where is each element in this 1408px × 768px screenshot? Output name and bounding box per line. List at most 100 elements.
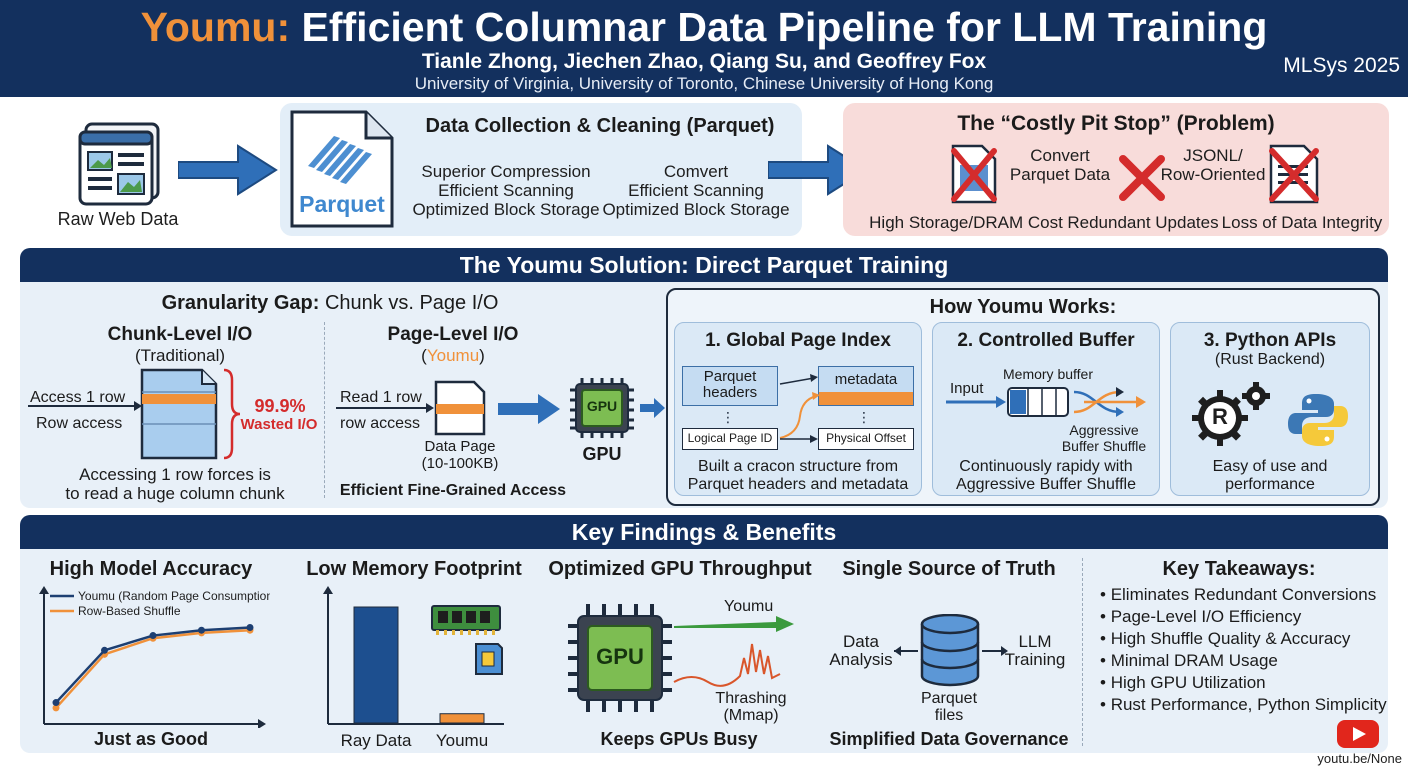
gap-title: Granularity Gap: Chunk vs. Page I/O bbox=[100, 292, 560, 315]
convert-line: Parquet Data bbox=[1009, 165, 1111, 184]
series-line bbox=[55, 628, 251, 709]
red-x-icon bbox=[1118, 154, 1166, 202]
chunk-caption: Accessing 1 row forces is to read a huge… bbox=[50, 465, 300, 503]
page-title: Youmu: Efficient Columnar Data Pipeline … bbox=[0, 4, 1408, 51]
convert-line: Convert bbox=[1030, 146, 1090, 165]
gpu-large-text: GPU bbox=[596, 644, 644, 669]
page-size-text: (10-100KB) bbox=[421, 455, 499, 472]
logical-id-text: Logical Page ID bbox=[687, 431, 773, 445]
pfiles-line: files bbox=[934, 707, 964, 724]
divider bbox=[1082, 558, 1083, 746]
step2-caption-line: Aggressive Buffer Shuffle bbox=[956, 476, 1136, 493]
youmu-arrow-label: Youmu bbox=[724, 598, 774, 615]
step3-caption-line: Easy of use and bbox=[1212, 458, 1328, 475]
step3-caption: Easy of use and performance bbox=[1170, 458, 1370, 494]
arrow-right-icon bbox=[498, 392, 562, 426]
rust-letter: R bbox=[1212, 404, 1228, 429]
gap-title-bold: Granularity Gap: bbox=[161, 292, 320, 314]
parquet-headers-box bbox=[682, 366, 778, 406]
page-subtitle: (Youmu) bbox=[360, 346, 546, 366]
gpu-caption: Keeps GPUs Busy bbox=[600, 729, 758, 749]
gap-title-rest: Chunk vs. Page I/O bbox=[324, 292, 499, 314]
llm-line: LLM bbox=[1018, 632, 1052, 651]
affiliations: University of Virginia, University of To… bbox=[414, 74, 994, 93]
chunk-title: Chunk-Level I/O bbox=[107, 324, 253, 345]
col2-line: Comvert bbox=[663, 162, 729, 181]
thrashing-line: (Mmap) bbox=[723, 707, 779, 724]
aggr-line: Buffer Shuffle bbox=[1061, 438, 1147, 454]
series-point bbox=[198, 626, 205, 634]
read-row-label: Read 1 row bbox=[340, 389, 422, 406]
gpu-throughput-title: Optimized GPU Throughput bbox=[548, 558, 812, 580]
legend-youmu: Youmu (Random Page Consumption) bbox=[78, 589, 270, 603]
headers-line: Parquet bbox=[703, 368, 757, 385]
findings-bar: Key Findings & Benefits bbox=[20, 515, 1388, 549]
solution-bar: The Youmu Solution: Direct Parquet Train… bbox=[20, 248, 1388, 282]
mem-label-raydata: Ray Data bbox=[340, 731, 412, 750]
data-analysis-label: Data Analysis bbox=[824, 633, 898, 669]
accuracy-caption: Just as Good bbox=[93, 729, 209, 749]
row-access-label: Row access bbox=[36, 415, 123, 432]
takeaway-text: Page-Level I/O Efficiency bbox=[1110, 607, 1302, 626]
paren-open: ( bbox=[421, 346, 427, 365]
series-point bbox=[52, 704, 60, 712]
takeaway-item: • Rust Performance, Python Simplicity bbox=[1100, 695, 1387, 714]
parquet-file-icon bbox=[288, 108, 396, 230]
wasted-label: Wasted I/O bbox=[240, 416, 318, 433]
truth-caption: Simplified Data Governance bbox=[829, 729, 1069, 749]
llm-training-label: LLM Training bbox=[1004, 633, 1066, 669]
thrashing-label: Thrashing (Mmap) bbox=[704, 690, 798, 724]
data-page-diagram bbox=[336, 380, 496, 436]
step1-title: 1. Global Page Index bbox=[705, 330, 891, 351]
video-link[interactable]: youtu.be/None bbox=[1317, 751, 1402, 766]
input-label: Input bbox=[950, 380, 984, 397]
series-point bbox=[246, 624, 254, 632]
aggr-line: Aggressive bbox=[1069, 422, 1139, 438]
jsonl-label: JSONL/ Row-Oriented bbox=[1156, 146, 1270, 184]
authors: Tianle Zhong, Jiechen Zhao, Qiang Su, an… bbox=[421, 50, 987, 73]
step3-subtitle: (Rust Backend) bbox=[1214, 351, 1326, 368]
analysis-line: Analysis bbox=[829, 650, 893, 669]
step3-title: 3. Python APIs bbox=[1203, 330, 1337, 351]
youtube-play-icon[interactable] bbox=[1336, 719, 1380, 749]
cost-storage: High Storage/DRAM Cost bbox=[869, 213, 1063, 232]
legend-row: Row-Based Shuffle bbox=[78, 604, 181, 618]
jsonl-line: JSONL/ bbox=[1183, 146, 1243, 165]
col1-line: Efficient Scanning bbox=[438, 181, 574, 200]
collection-col2: Comvert Efficient Scanning Optimized Blo… bbox=[598, 162, 794, 219]
chunk-subtitle: (Traditional) bbox=[134, 346, 226, 365]
headers-line: headers bbox=[702, 384, 758, 401]
parquet-headers-text: Parquet headers bbox=[682, 369, 778, 401]
svg-text:⋮: ⋮ bbox=[857, 409, 871, 425]
findings-body bbox=[20, 549, 1388, 753]
col2-line: Optimized Block Storage bbox=[602, 200, 790, 219]
takeaway-text: Eliminates Redundant Conversions bbox=[1110, 585, 1377, 604]
col1-line: Superior Compression bbox=[421, 162, 591, 181]
access-row-label: Access 1 row bbox=[30, 389, 126, 406]
thrashing-line: Thrashing bbox=[715, 690, 787, 707]
arrow-right-icon bbox=[178, 142, 278, 198]
page-title-label: Page-Level I/O bbox=[387, 324, 519, 345]
pfiles-line: Parquet bbox=[920, 690, 978, 707]
col1-line: Optimized Block Storage bbox=[412, 200, 600, 219]
svg-text:⋮: ⋮ bbox=[721, 409, 735, 425]
wasted-percent: 99.9% bbox=[254, 396, 306, 416]
title-accent: Youmu: bbox=[140, 4, 291, 50]
takeaway-item: • High GPU Utilization bbox=[1100, 673, 1266, 692]
throughput-arrows bbox=[672, 612, 802, 692]
youmu-name: Youmu bbox=[426, 346, 480, 365]
takeaway-text: Minimal DRAM Usage bbox=[1110, 651, 1278, 670]
metadata-text: metadata bbox=[834, 371, 898, 388]
takeaway-text: High Shuffle Quality & Accuracy bbox=[1110, 629, 1351, 648]
takeaway-item: • Page-Level I/O Efficiency bbox=[1100, 607, 1302, 626]
step1-caption-line: Parquet headers and metadata bbox=[687, 476, 909, 493]
truth-title: Single Source of Truth bbox=[842, 558, 1056, 580]
python-logo-icon bbox=[1286, 392, 1350, 448]
page-caption: Efficient Fine-Grained Access bbox=[339, 482, 567, 499]
web-page-icon bbox=[78, 122, 162, 206]
step2-title: 2. Controlled Buffer bbox=[957, 330, 1135, 351]
problem-title: The “Costly Pit Stop” (Problem) bbox=[957, 112, 1275, 135]
jsonl-line: Row-Oriented bbox=[1160, 165, 1266, 184]
physical-offset-box bbox=[818, 428, 914, 450]
index-arrows: ⋮ ⋮ bbox=[676, 362, 922, 458]
